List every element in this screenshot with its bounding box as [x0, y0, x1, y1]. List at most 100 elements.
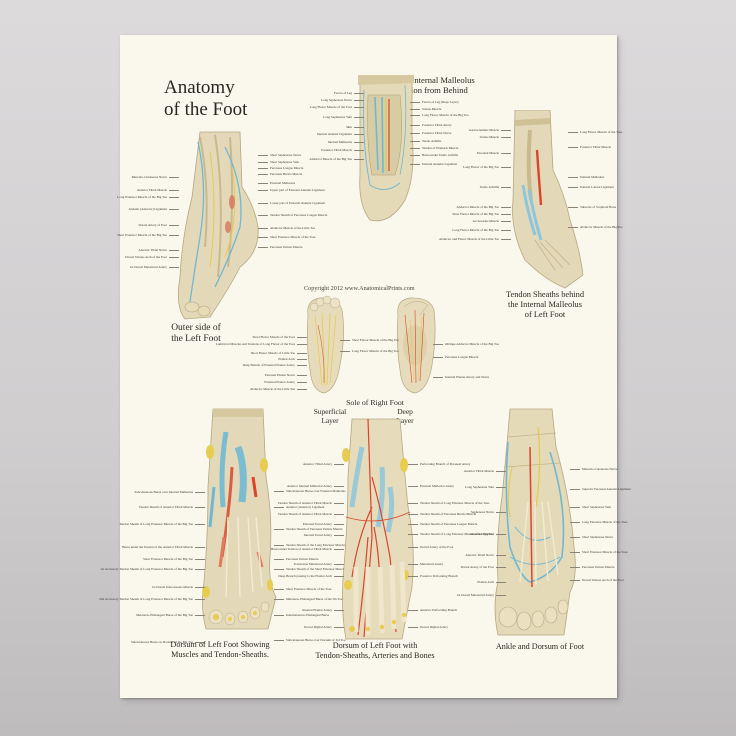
label: 1st Dorsal Interosseous Muscle — [151, 585, 206, 589]
label: Annular Ligament — [469, 532, 507, 536]
label: Internal Plantar Artery and Nerve — [432, 375, 490, 379]
label: Short Extensor Muscle of the Toes — [274, 587, 332, 591]
figure-outer-side-left-foot — [170, 127, 265, 322]
caption-line: the Left Foot — [171, 334, 221, 344]
label: Short Flexor Muscle of Little Toe — [250, 351, 308, 355]
label: Long Flexor Muscle of the Toes — [567, 130, 623, 134]
label: Metatarso-Phalangeal Bursa of the 5th To… — [273, 597, 343, 601]
label: Lumbrical Muscles and Tendons of Long Fl… — [215, 342, 308, 346]
label: Intermetatarso-Phalangeal Bursa — [273, 613, 330, 617]
label: Internal Malleolus — [327, 140, 365, 144]
label: Oblique Adductor Muscle of the Big Toe — [433, 342, 499, 346]
label: Tubercle of Scaphoid Bone — [567, 205, 617, 209]
label: Bursa under the Tendon of the Anterior T… — [122, 545, 205, 549]
caption-superficial-layer: Superficial Layer — [305, 407, 355, 425]
label: Short Saphenous Vein — [257, 160, 300, 164]
copyright-notice: Copyright 2012 www.AnatomicalPrints.com — [304, 285, 415, 292]
label: Anterior Tibial Artery — [303, 462, 344, 466]
label: Tendon Sheath of Anterior Tibial Muscle — [277, 512, 345, 516]
label: Peroneal Muscle — [476, 151, 512, 155]
label: Tendon Sheath of the Long Extensor Muscl… — [273, 543, 361, 547]
label: Long Flexor Muscle of the Toes — [309, 105, 365, 109]
label: Upper part of External Annular Ligament — [258, 188, 325, 192]
label: Plantar Arch — [278, 357, 307, 361]
label: Dorsal Venous Arch of the Foot — [570, 578, 624, 582]
label: Anterior Perforating Branch — [407, 608, 458, 612]
caption-line: Tendon Sheaths behind — [505, 290, 585, 299]
label: Deep Branch of External Plantar Artery — [242, 363, 308, 367]
label: Saphenous Nerve — [470, 510, 507, 514]
label: Short Extensor Muscle of the Toes — [570, 550, 628, 554]
label: Long Flexor of the Big Toe — [462, 165, 512, 169]
caption-dorsum-muscles: Dorsum of Left Foot Showing Muscles and … — [150, 640, 290, 660]
label: Musculo-Cutaneous Nerve — [569, 467, 618, 471]
anatomy-poster: Anatomy of the Foot Musculo-Cutaneous Ne… — [99, 35, 631, 698]
label: Peroneus Tertius Muscle — [570, 565, 615, 569]
label: Dorsal Artery of the Foot — [460, 565, 507, 569]
label: Fascia of Leg — [334, 91, 364, 95]
figure-tendon-sheaths — [505, 110, 585, 290]
label: Short Extensor Muscle of the Big Toe — [143, 557, 205, 561]
caption-line: Region from Behind — [397, 85, 468, 95]
label: Peroneus Tertius Muscle — [274, 557, 319, 561]
caption-line: Right Internal Malleolus — [390, 75, 475, 85]
label: Short Saphenous Nerve — [569, 535, 614, 539]
label: External Plantar Nerve — [264, 373, 308, 377]
label: Subcutaneous Bursa over External Malleol… — [274, 489, 346, 493]
label: Long Flexor Muscle of the Big Toe — [410, 113, 469, 117]
label: 1st Accessory Tendon Sheath of Long Exte… — [100, 567, 205, 571]
label: Short Extensor Muscle of the Toes — [258, 235, 316, 239]
caption-line: Muscles and Tendon-Sheaths. — [171, 650, 269, 659]
caption-sole: Sole of Right Foot — [346, 398, 404, 407]
label: Short Flexor Muscle of the Big Toe — [452, 212, 511, 216]
label: Abductor Muscle of the Big Toe — [456, 205, 511, 209]
label: Anterior Tibial Nerve — [465, 553, 506, 557]
caption-malleolus-behind: Right Internal Malleolus Region from Beh… — [370, 75, 495, 95]
label: Tendo Achillis — [479, 185, 512, 189]
dorsum-arteries-illustration — [342, 418, 414, 640]
label: Transverse Metatarsal Artery — [293, 562, 345, 566]
caption-dorsum-arteries: Dorsum of Left Foot with Tendon-Sheaths,… — [300, 641, 450, 661]
caption-deep-layer: Deep Layer — [380, 407, 430, 425]
label: Bursa under Tendo Achillis — [409, 153, 459, 157]
label: Internal Annular Ligament — [409, 162, 458, 166]
ankle-tendon-sheaths-illustration — [512, 110, 584, 289]
label: Lower part of External Annular Ligament — [257, 201, 326, 205]
caption-line: Dorsum of Left Foot with — [332, 641, 418, 650]
caption-line: Layer — [321, 416, 339, 425]
figure-ankle-dorsum — [490, 407, 580, 637]
poster-title: Anatomy of the Foot — [164, 77, 247, 121]
label: Tendon Sheath of Long Extensor Muscle of… — [408, 532, 494, 536]
sole-superficial-illustration — [306, 295, 344, 394]
label: Abductor Muscle of the Little Toe — [249, 387, 308, 391]
sole-deep-illustration — [396, 297, 436, 394]
label: Tendon Sheath of Long Extensor Muscle of… — [119, 522, 205, 526]
label: Peroneus Tertius Muscle — [258, 245, 303, 249]
label: Peroneus Longus Muscle — [432, 355, 479, 359]
label: Short Extensor Muscle of the Big Toe — [117, 233, 179, 237]
label: Tendon Sheath of the Short Extensor Musc… — [274, 567, 365, 571]
label: Metatarso-Phalangeal Bursa of the Big To… — [136, 613, 205, 617]
label: Deep Branch passing to the Plantar Arch — [278, 574, 344, 578]
label: Plantar Arch — [477, 580, 506, 584]
caption-line: of Left Foot — [524, 310, 566, 319]
label: Tendo Achillis — [409, 139, 442, 143]
label: Tendon Sheath of Anterior Tibial Muscle — [277, 501, 345, 505]
label: Peroneus Longus Muscle — [257, 166, 304, 170]
label: Tendon Sheath of Peroneus Brevis Muscle — [407, 512, 477, 516]
figure-sole-deep — [390, 295, 440, 395]
ankle-dorsum-illustration — [494, 408, 576, 636]
label: Anterior Tibial Nerve — [138, 248, 179, 252]
caption-line: Layer — [396, 416, 414, 425]
label: 2nd Accessory Tendon Sheath of Long Exte… — [99, 597, 205, 601]
caption-line: the Internal Malleolus — [508, 300, 582, 309]
label: Dorsal Venous Arch of the Foot — [125, 255, 179, 259]
label: Long Saphenous Vein — [465, 485, 506, 489]
caption-line: Superficial — [313, 407, 347, 416]
figure-dorsum-arteries — [338, 417, 418, 642]
label: Fascia of Leg (Deep Layer) — [409, 100, 459, 104]
label: Perforating Branch of Peroneal Artery — [407, 462, 471, 466]
label: Anterior Internal Malleolar Artery — [286, 484, 345, 488]
figure-dorsum-muscles — [198, 407, 280, 632]
label: Posterior Tibial Muscle — [568, 145, 611, 149]
